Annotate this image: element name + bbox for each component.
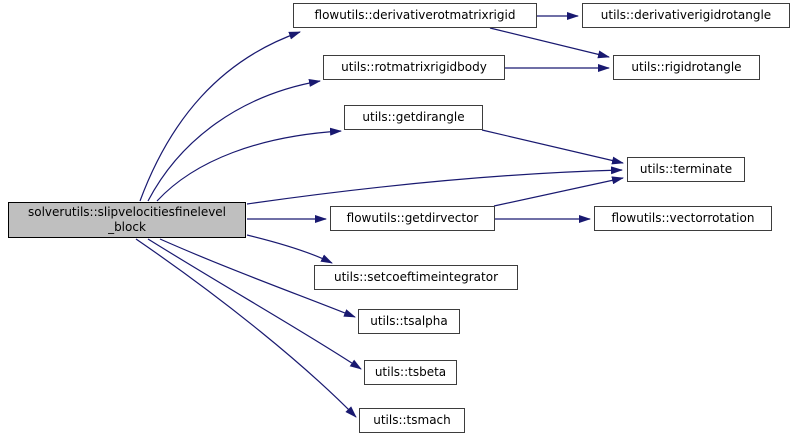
node-getdirvector[interactable]: flowutils::getdirvector	[330, 206, 495, 231]
edge-main-to-getdirangle	[156, 127, 342, 202]
node-derivativerigidrotangle[interactable]: utils::derivativerigidrotangle	[582, 3, 790, 28]
node-setcoeftimeintegrator[interactable]: utils::setcoeftimeintegrator	[314, 265, 518, 290]
node-rotmatrixrigidbody[interactable]: utils::rotmatrixrigidbody	[323, 55, 505, 80]
node-tsmach[interactable]: utils::tsmach	[359, 408, 465, 433]
edge-getdirangle-to-terminate	[481, 129, 624, 165]
node-tsalpha[interactable]: utils::tsalpha	[358, 309, 460, 334]
edge-main-to-setcoeftimeintegrator	[246, 234, 333, 264]
edge-main-to-tsmach	[135, 238, 357, 418]
edge-main-to-tsalpha	[159, 238, 356, 318]
node-derivativerotmatrixrigid[interactable]: flowutils::derivativerotmatrixrigid	[293, 3, 537, 28]
edge-main-to-terminate	[246, 166, 623, 205]
node-tsbeta[interactable]: utils::tsbeta	[364, 360, 457, 385]
node-getdirangle[interactable]: utils::getdirangle	[344, 105, 483, 130]
node-slipvelocitiesfinelevel-block: solverutils::slipvelocitiesfinelevel _bl…	[8, 202, 246, 238]
edge-main-to-rotmatrixrigidbody	[147, 78, 321, 202]
edge-main-to-derivativerotmatrixrigid	[139, 31, 301, 202]
edge-getdirvector-to-terminate	[493, 176, 624, 207]
node-vectorrotation[interactable]: flowutils::vectorrotation	[594, 206, 772, 231]
edge-derivativerotmatrixrigid-to-rigidrotangle	[489, 27, 610, 59]
edge-main-to-tsbeta	[147, 238, 362, 370]
node-rigidrotangle[interactable]: utils::rigidrotangle	[613, 55, 760, 80]
node-terminate[interactable]: utils::terminate	[627, 157, 745, 182]
